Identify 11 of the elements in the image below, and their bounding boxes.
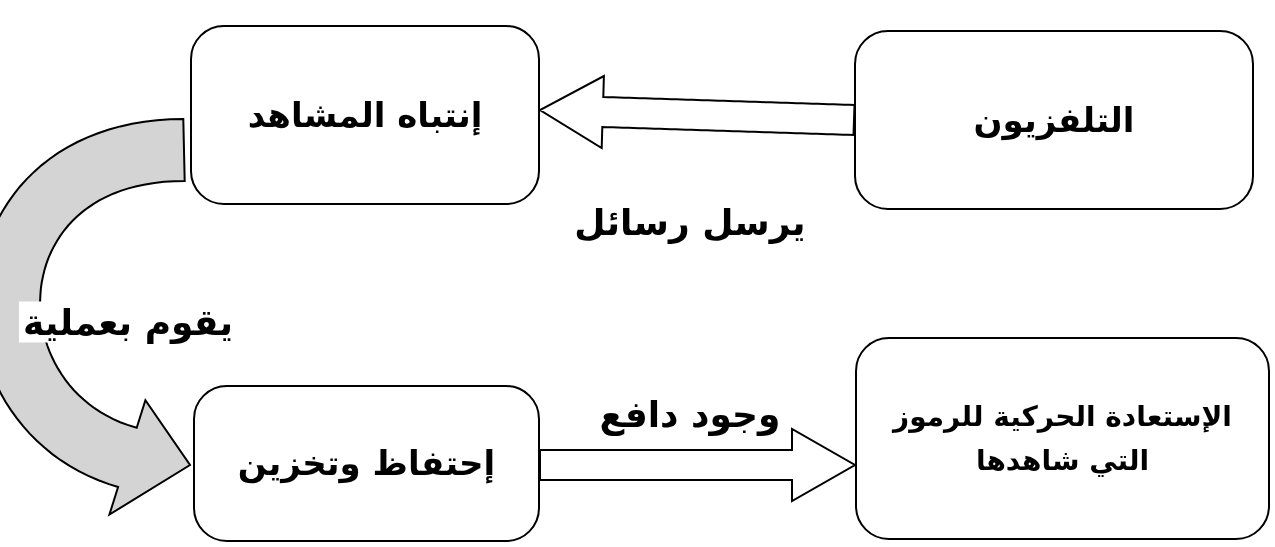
node-text: إنتباه المشاهد bbox=[247, 93, 483, 138]
block-arrow bbox=[538, 74, 856, 150]
rounded-box bbox=[190, 25, 540, 205]
node-text: التلفزيون bbox=[973, 98, 1135, 143]
node-text: الإستعادة الحركية للرموز التي شاهدها bbox=[890, 399, 1233, 479]
rounded-box bbox=[193, 385, 540, 542]
rounded-box bbox=[854, 30, 1254, 210]
block-arrow bbox=[539, 427, 857, 503]
rounded-box bbox=[855, 337, 1270, 540]
node-text: إحتفاظ وتخزين bbox=[237, 442, 496, 486]
block-arrow bbox=[0, 117, 192, 517]
